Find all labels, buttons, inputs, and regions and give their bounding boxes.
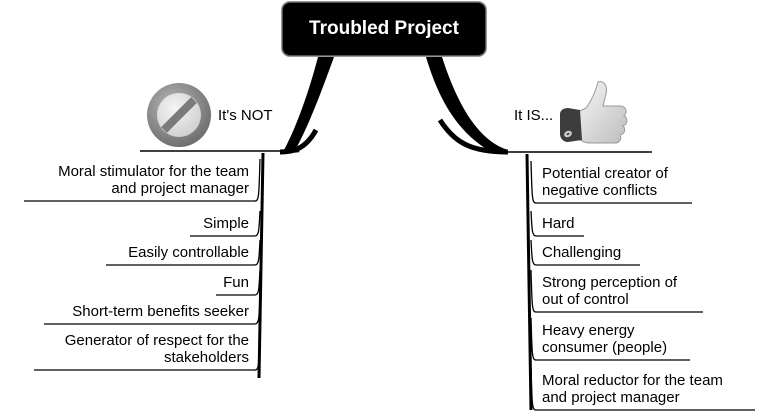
topic-line: Challenging: [542, 244, 622, 261]
topic-line: Easily controllable: [128, 244, 249, 261]
topic-right-1[interactable]: Hard: [542, 215, 575, 232]
topic-line: Short-term benefits seeker: [72, 303, 249, 320]
topic-line: Fun: [223, 274, 249, 291]
branch-label-left[interactable]: It's NOT: [218, 107, 273, 124]
topic-connector: [530, 160, 537, 204]
central-topic-label: Troubled Project: [309, 18, 459, 39]
topic-connector: [254, 269, 261, 296]
topic-line: Generator of respect for the: [64, 332, 249, 349]
topic-connector: [254, 327, 261, 371]
topic-line: out of control: [542, 291, 629, 308]
topic-connector: [530, 239, 537, 266]
branch-label-right[interactable]: It IS...: [514, 107, 554, 124]
topic-line: stakeholders: [163, 349, 249, 366]
topic-line: Potential creator of: [542, 165, 668, 182]
topic-line: and project manager: [111, 180, 249, 197]
connector-right-hook: [437, 118, 509, 155]
topic-left-4[interactable]: Short-term benefits seeker: [72, 303, 249, 320]
thumbs-up-icon: [560, 81, 628, 144]
topic-line: and project manager: [542, 389, 680, 406]
topic-line: Hard: [542, 215, 575, 232]
topic-connector: [530, 269, 537, 313]
connector-left-main: [284, 57, 334, 152]
topic-line: Moral stimulator for the team: [58, 163, 249, 180]
spine-right: [525, 153, 533, 411]
topic-line: negative conflicts: [542, 182, 658, 199]
topic-right-2[interactable]: Challenging: [542, 244, 621, 261]
central-topic[interactable]: Troubled Project: [282, 2, 486, 56]
topic-connector: [530, 367, 537, 411]
topic-left-1[interactable]: Simple: [203, 215, 249, 232]
topic-connector: [530, 317, 537, 361]
topic-connector: [530, 210, 537, 237]
topic-line: Strong perception of: [542, 274, 678, 291]
topic-connector: [254, 298, 261, 325]
topic-connector: [254, 210, 261, 237]
topic-connector: [254, 158, 261, 202]
topic-line: consumer (people): [542, 339, 668, 356]
topic-left-2[interactable]: Easily controllable: [128, 244, 249, 261]
prohibited-icon: [147, 83, 211, 147]
connector-right-main: [426, 57, 508, 153]
topic-line: Simple: [203, 215, 249, 232]
topic-line: Moral reductor for the team: [542, 372, 723, 389]
topic-line: Heavy energy: [542, 322, 635, 339]
connector-left-hook: [279, 128, 319, 155]
topic-connector: [254, 239, 261, 266]
topic-left-3[interactable]: Fun: [223, 274, 249, 291]
